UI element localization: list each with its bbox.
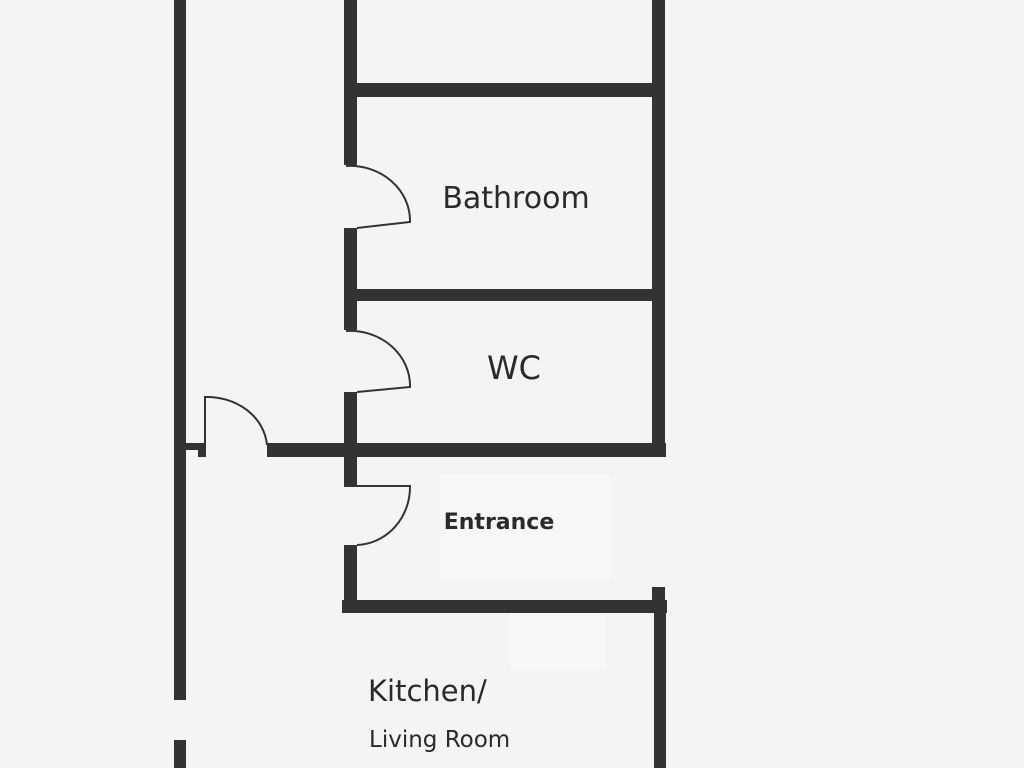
left-door-post <box>198 443 206 457</box>
corridor-wall-right <box>344 443 666 457</box>
entrance-label-area <box>440 475 610 580</box>
central-wall-bottom <box>344 545 357 605</box>
left-outer-wall-lower <box>174 740 186 768</box>
bathroom-top-wall <box>344 83 662 97</box>
central-wall-top <box>344 0 357 165</box>
room-label-wc: WC <box>487 349 541 387</box>
outer-door-swing <box>204 395 268 446</box>
right-wall-lower <box>654 600 666 768</box>
room-label-living-room: Living Room <box>369 727 510 753</box>
entrance-bottom-wall <box>342 600 667 613</box>
entrance-door-swing <box>356 485 412 546</box>
bathroom-wc-wall <box>344 289 662 301</box>
doors <box>204 164 412 546</box>
right-wall-post <box>652 587 665 600</box>
central-wall-mid <box>344 228 357 330</box>
right-wall-upper <box>652 0 665 443</box>
bathroom-door-swing <box>345 164 412 229</box>
room-label-kitchen: Kitchen/ <box>368 674 487 708</box>
wc-door-swing <box>345 329 412 393</box>
room-label-bathroom: Bathroom <box>442 181 589 216</box>
corridor-wall-left <box>267 443 345 457</box>
central-wall-low <box>344 392 357 487</box>
room-label-entrance: Entrance <box>444 510 555 535</box>
left-door-stub <box>186 443 205 450</box>
walls <box>174 0 667 768</box>
kitchen-label-area <box>510 612 607 670</box>
left-outer-wall <box>174 0 186 700</box>
